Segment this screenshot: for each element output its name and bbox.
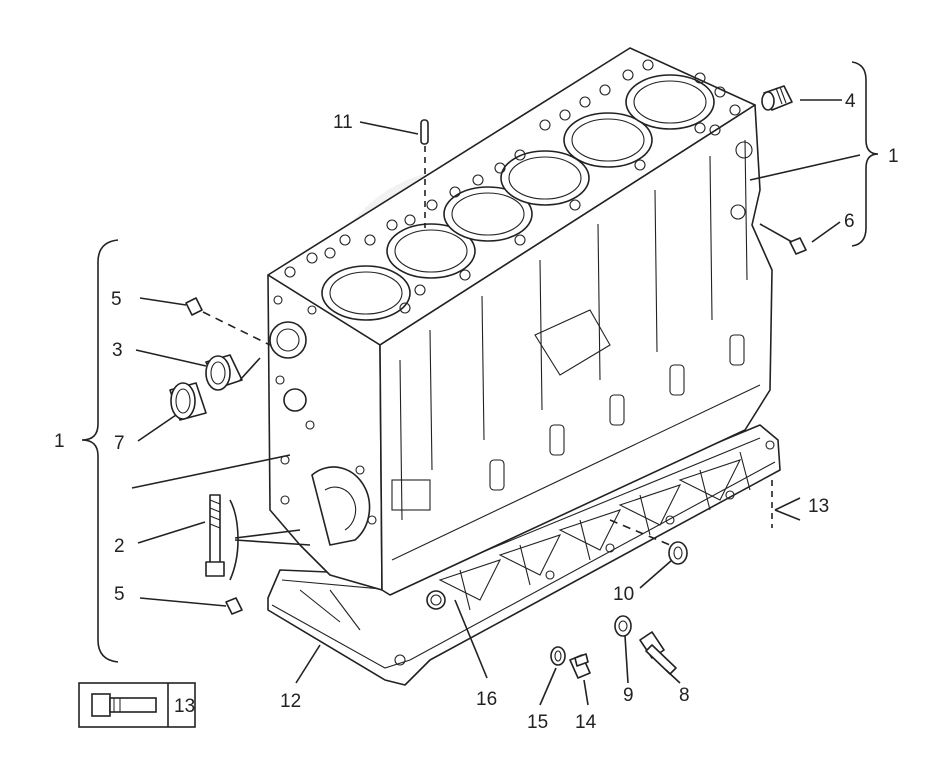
plug-4	[761, 85, 793, 111]
rear-plug-hole	[735, 141, 753, 159]
cylinder-bores	[321, 74, 715, 321]
plug-14	[569, 653, 591, 679]
callouts: 1 1 2 3 4 5 5 6 7 8 9 10 11 12 13 13 14 …	[54, 91, 899, 733]
bolt-2	[205, 494, 225, 577]
cylinder-liner	[205, 354, 243, 391]
callout-13-right: 13	[808, 496, 829, 517]
callout-8: 8	[679, 685, 690, 706]
washer-10	[668, 541, 688, 565]
side-ribs	[399, 139, 748, 521]
callout-15: 15	[527, 712, 548, 733]
callout-2: 2	[114, 536, 125, 557]
callout-5-lower: 5	[114, 584, 125, 605]
washer-9	[614, 615, 632, 637]
callout-11: 11	[333, 112, 353, 133]
leader-lines	[131, 99, 861, 706]
rear-bolt-hole	[730, 204, 746, 220]
callout-12: 12	[280, 691, 301, 712]
callout-13-legend: 13	[174, 696, 195, 717]
bracket-right	[851, 61, 879, 247]
callout-9: 9	[623, 685, 634, 706]
plug-5-lower	[225, 597, 243, 615]
oil-sump	[267, 424, 781, 686]
screw-6	[789, 237, 807, 255]
callout-16: 16	[476, 689, 497, 710]
deck-holes	[284, 59, 741, 314]
callout-7: 7	[114, 433, 125, 454]
cylinder-block	[267, 47, 773, 596]
callout-14: 14	[575, 712, 597, 733]
callout-3: 3	[112, 340, 123, 361]
callout-5-upper: 5	[111, 289, 122, 310]
bolt-icon	[91, 693, 157, 717]
callout-6: 6	[844, 211, 855, 232]
front-face-details	[269, 295, 431, 546]
bracket-bolt	[229, 499, 239, 581]
callout-1-right: 1	[888, 146, 899, 167]
callout-1-left: 1	[54, 431, 65, 452]
dowel-pin	[420, 119, 429, 145]
callout-10: 10	[613, 584, 634, 605]
legend-box	[78, 682, 196, 728]
bolt-8	[639, 631, 677, 675]
sleeve-7	[169, 382, 207, 421]
washer-15	[550, 646, 566, 666]
bracket-left	[81, 239, 119, 663]
callout-4: 4	[845, 91, 856, 112]
plug-5-upper	[185, 297, 203, 316]
